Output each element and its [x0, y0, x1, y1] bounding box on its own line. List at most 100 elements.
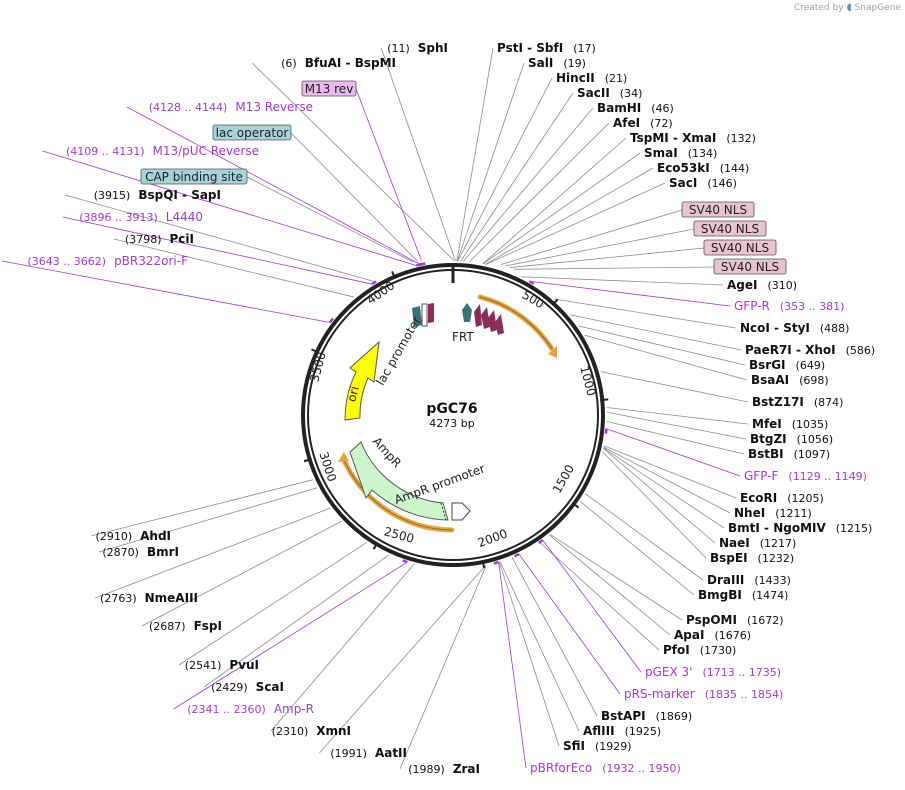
feature-box-label: SV40 NLS — [701, 222, 759, 236]
site-position: (146) — [707, 177, 737, 190]
frt-label: FRT — [452, 330, 474, 344]
orange-arc-ampr-inner — [342, 457, 453, 531]
site-position: (1232) — [758, 552, 795, 565]
enzyme-site-label: BsrGI(649) — [749, 358, 825, 372]
leader-line — [578, 325, 746, 366]
site-name: pBRforEco — [530, 761, 592, 775]
leader-line — [542, 539, 642, 673]
site-name: BspQI - SapI — [138, 188, 221, 202]
site-name: NaeI — [719, 536, 750, 550]
leader-line — [399, 565, 487, 770]
leader-line — [460, 92, 574, 262]
site-position: (586) — [846, 344, 876, 357]
primer-label: GFP-F(1129 .. 1149) — [744, 469, 867, 483]
ampr-feature-arrow — [349, 441, 449, 521]
site-name: PstI - SbfI — [497, 41, 563, 55]
site-position: (132) — [726, 132, 756, 145]
leader-lines — [1, 47, 749, 770]
feature-box-label: M13 rev — [305, 82, 354, 96]
site-name: GFP-F — [744, 469, 779, 483]
feature-label-box — [212, 124, 292, 141]
orange-arc-nls-arrowhead — [548, 346, 557, 358]
site-position: (2910) — [96, 530, 133, 543]
feature-box-label: SV40 NLS — [689, 203, 747, 217]
site-name: BmgBI — [698, 588, 742, 602]
leader-line — [498, 562, 527, 769]
enzyme-site-label: SacII(34) — [577, 86, 642, 100]
tick-mark — [391, 271, 397, 280]
site-name: PaeR7I - XhoI — [745, 343, 836, 357]
frt-feature-arrow — [462, 303, 472, 322]
lac-promoter-label: lac promoter — [373, 314, 424, 388]
leader-line — [355, 88, 422, 261]
site-name: Amp-R — [274, 702, 314, 716]
primer-label: pGEX 3'(1713 .. 1735) — [645, 665, 781, 679]
tick-mark — [551, 298, 559, 306]
enzyme-site-label: BstZ17I(874) — [752, 395, 843, 409]
feature-box-label: SV40 NLS — [721, 260, 779, 274]
feature-label-box — [713, 258, 787, 275]
leader-line — [246, 176, 414, 263]
site-position: (1929) — [595, 740, 632, 753]
enzyme-site-label: (2763)NmeAIII — [100, 591, 198, 605]
site-name: BstAPI — [601, 709, 646, 723]
enzyme-site-label: (1989)ZraI — [408, 762, 480, 776]
site-position: (4128 .. 4144) — [149, 101, 228, 114]
enzyme-site-label: AfeI(72) — [613, 116, 673, 130]
leader-line — [42, 150, 417, 266]
site-name: PvuI — [229, 658, 259, 672]
site-name: SfiI — [563, 739, 585, 753]
cap-binding-feature — [412, 306, 422, 327]
leader-line — [529, 280, 731, 307]
tick-label: 3500 — [307, 350, 328, 383]
leader-line — [141, 520, 342, 627]
site-name: BstZ17I — [752, 395, 804, 409]
enzyme-site-label: DraIII(1433) — [707, 573, 791, 587]
enzyme-site-label: BsaAI(698) — [751, 373, 829, 387]
site-name: BstBI — [748, 447, 784, 461]
leader-line — [457, 77, 553, 262]
enzyme-site-label: SacI (146) — [669, 176, 737, 190]
feature-label-box — [681, 201, 755, 218]
primer-label: GFP-R(353 .. 381) — [734, 299, 844, 313]
leader-line — [518, 553, 621, 695]
site-name: PciI — [170, 232, 195, 246]
snapgene-watermark: Created by ◖ SnapGene — [794, 2, 901, 13]
leader-line — [603, 447, 725, 529]
site-labels: (11)SphI(6)BfuAI - BspMI(4128 .. 4144)M1… — [28, 41, 876, 776]
leader-line — [463, 107, 594, 262]
enzyme-site-label: MfeI(1035) — [752, 417, 828, 431]
site-position: (46) — [651, 102, 674, 115]
tick-mark — [372, 541, 379, 550]
enzyme-site-label: (3915)BspQI - SapI — [94, 188, 221, 202]
primer-label: (3896 .. 3913)L4440 — [79, 210, 203, 224]
lac-promoter-feature — [421, 303, 428, 327]
enzyme-site-label: SfiI (1929) — [563, 739, 632, 753]
enzyme-site-label: HincII(21) — [556, 71, 627, 85]
leader-line — [600, 371, 749, 403]
site-position: (1433) — [754, 574, 791, 587]
leader-line — [585, 493, 704, 581]
site-position: (1869) — [656, 710, 693, 723]
leader-line — [584, 334, 748, 381]
enzyme-site-label: BmtI - NgoMIV(1215) — [728, 521, 872, 535]
snapgene-logo-icon: ◖ — [846, 2, 852, 13]
primer-label: (4109 .. 4131)M13/pUC Reverse — [66, 144, 259, 158]
primer-binding-mark — [420, 262, 426, 266]
site-position: (6) — [281, 57, 297, 70]
primer-label: (3643 .. 3662)pBR322ori-F — [28, 254, 189, 268]
leader-line — [606, 428, 741, 477]
site-name: MfeI — [752, 417, 782, 431]
site-position: (1474) — [752, 589, 789, 602]
leader-line — [603, 445, 737, 499]
site-name: SacI — [669, 176, 697, 190]
site-name: PfoI — [663, 643, 690, 657]
site-name: GFP-R — [734, 299, 770, 313]
site-position: (698) — [799, 374, 829, 387]
site-name: FspI — [194, 619, 222, 633]
leader-line — [62, 216, 373, 285]
leader-line — [1, 260, 330, 323]
leader-line — [270, 563, 415, 732]
leader-line — [290, 132, 418, 262]
